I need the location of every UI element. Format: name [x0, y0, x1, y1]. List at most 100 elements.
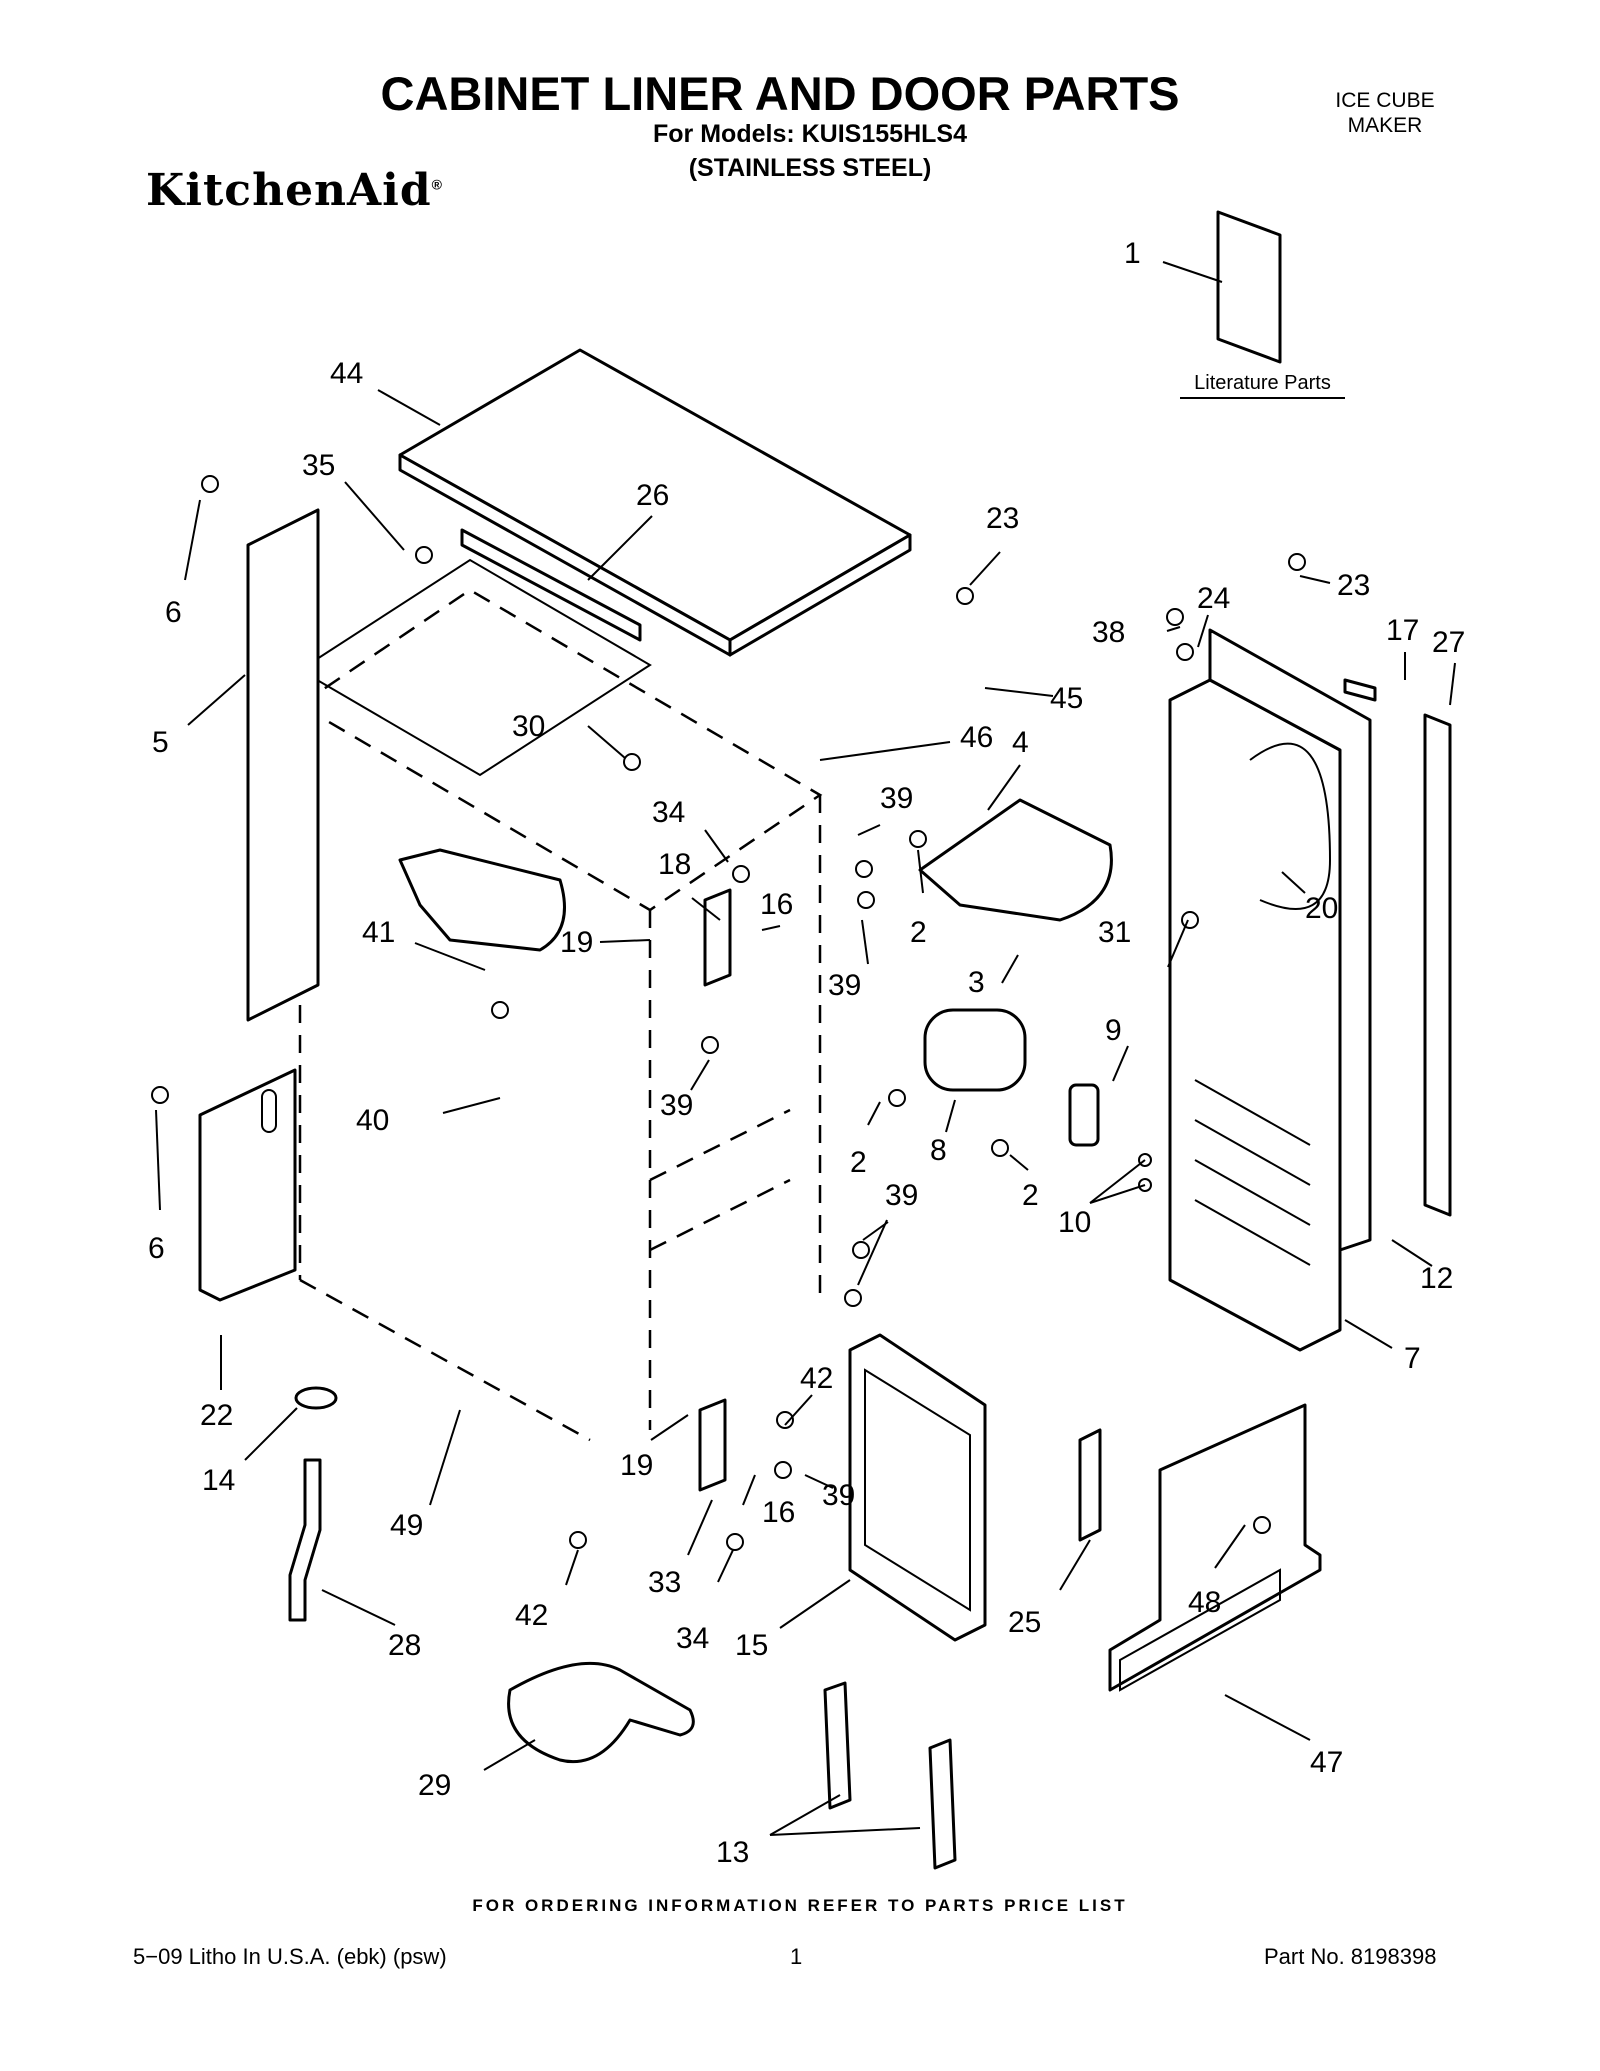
callout-5: 5: [152, 726, 169, 759]
callout-22: 22: [200, 1399, 233, 1432]
door-gasket: [1423, 713, 1452, 1217]
callout-42: 42: [800, 1362, 833, 1395]
ordering-note: FOR ORDERING INFORMATION REFER TO PARTS …: [472, 1896, 1128, 1915]
callout-30: 30: [512, 710, 545, 743]
kickplate-panel: [1108, 1403, 1322, 1692]
callout-34b: 34: [676, 1622, 709, 1655]
callout-6b: 6: [148, 1232, 165, 1265]
lower-side-panel: [198, 1068, 297, 1302]
upper-hinge-bracket: [703, 888, 732, 987]
callout-24: 24: [1197, 582, 1230, 615]
lower-hinge-bracket: [698, 1398, 727, 1492]
part-number: Part No. 8198398: [1264, 1944, 1437, 1969]
callout-28: 28: [388, 1629, 421, 1662]
door-slat-2: [1194, 1119, 1311, 1186]
callout-31: 31: [1098, 916, 1131, 949]
page-title: CABINET LINER AND DOOR PARTS: [380, 67, 1180, 120]
kickplate-grille: [1119, 1568, 1281, 1692]
left-side-panel: [246, 508, 320, 1022]
callout-39c: 39: [660, 1089, 693, 1122]
callout-2b: 2: [850, 1146, 867, 1179]
door-inner-panel: [1168, 678, 1342, 1352]
brand-logo: KitchenAid®: [146, 165, 443, 216]
top-cover-side: [728, 533, 912, 657]
door-actuator: [923, 1008, 1027, 1092]
callout-16b: 16: [762, 1496, 795, 1529]
finish-line: (STAINLESS STEEL): [688, 154, 932, 182]
callout-27: 27: [1432, 626, 1465, 659]
literature-booklet: [1216, 210, 1282, 364]
callout-33: 33: [648, 1566, 681, 1599]
callout-49: 49: [390, 1509, 423, 1542]
trim-strip: [823, 1681, 852, 1810]
product-type: ICE CUBE MAKER: [1305, 88, 1465, 138]
ice-scoop: [507, 1661, 695, 1764]
door-slat: [1194, 1079, 1311, 1146]
callout-38: 38: [1092, 616, 1125, 649]
door-slat-4: [1194, 1199, 1311, 1266]
callout-23: 23: [986, 502, 1019, 535]
door-handle: [1249, 742, 1332, 910]
callout-47: 47: [1310, 1746, 1343, 1779]
door-frame-gasket: [848, 1333, 987, 1642]
callout-45: 45: [1050, 682, 1083, 715]
callout-41: 41: [362, 916, 395, 949]
liner-bottom-edge: [299, 1278, 591, 1442]
callout-48: 48: [1188, 1586, 1221, 1619]
literature-parts-label: Literature Parts: [1180, 372, 1345, 399]
callout-39d: 39: [885, 1179, 918, 1212]
callout-12: 12: [1420, 1262, 1453, 1295]
door-label: [1343, 678, 1377, 702]
kickplate-bracket: [1078, 1428, 1102, 1542]
callout-14: 14: [202, 1464, 235, 1497]
callout-9: 9: [1105, 1014, 1122, 1047]
callout-16: 16: [760, 888, 793, 921]
callout-35: 35: [302, 449, 335, 482]
callout-numbers: 1 44 35 26 23 23 38 24 17 27 6 5 45 30 4…: [148, 237, 1465, 1869]
callout-19: 19: [560, 926, 593, 959]
product-line-1: ICE CUBE: [1335, 89, 1435, 112]
callout-39b: 39: [828, 969, 861, 1002]
callout-3: 3: [968, 966, 985, 999]
callout-19b: 19: [620, 1449, 653, 1482]
fasteners: [151, 475, 1306, 1551]
callout-6: 6: [165, 596, 182, 629]
callout-34: 34: [652, 796, 685, 829]
door-frame-inner: [864, 1368, 971, 1612]
callout-40: 40: [356, 1104, 389, 1137]
page-number: 1: [790, 1944, 803, 1969]
callout-13: 13: [716, 1836, 749, 1869]
callout-18: 18: [658, 848, 691, 881]
callout-20: 20: [1305, 892, 1338, 925]
ice-chute: [918, 798, 1113, 922]
callout-42b: 42: [515, 1599, 548, 1632]
trim-strip-2: [928, 1738, 957, 1870]
panel-slot: [261, 1089, 277, 1133]
callout-29: 29: [418, 1769, 451, 1802]
callout-7: 7: [1404, 1342, 1421, 1375]
callout-15: 15: [735, 1629, 768, 1662]
callout-8: 8: [930, 1134, 947, 1167]
liner-shelf-line: [649, 1108, 791, 1182]
registered-mark: ®: [431, 176, 443, 193]
callout-10: 10: [1058, 1206, 1091, 1239]
hose-clamp: [294, 1386, 338, 1410]
liner-shelf-line-2: [649, 1178, 791, 1252]
callout-2c: 2: [1022, 1179, 1039, 1212]
callout-26: 26: [636, 479, 669, 512]
door-outer-frame: [1208, 628, 1372, 1252]
callout-4: 4: [1012, 726, 1029, 759]
callout-1: 1: [1124, 237, 1141, 270]
callout-2: 2: [910, 916, 927, 949]
product-line-2: MAKER: [1347, 114, 1423, 137]
leader-lines: [155, 261, 1456, 1836]
callout-44: 44: [330, 357, 363, 390]
footer-litho: 5−09 Litho In U.S.A. (ebk) (psw): [133, 1944, 447, 1969]
callout-17: 17: [1386, 614, 1419, 647]
drain-hose: [288, 1458, 322, 1622]
callout-39e: 39: [822, 1479, 855, 1512]
brand-name: KitchenAid: [146, 165, 432, 216]
gasket-strip: [460, 528, 642, 642]
callout-23b: 23: [1337, 569, 1370, 602]
